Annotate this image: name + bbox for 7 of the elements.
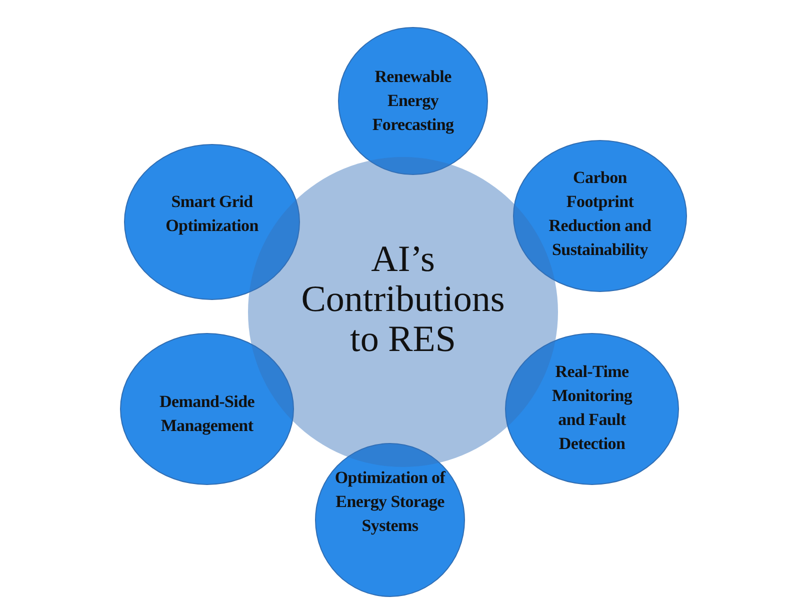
hub-title: AI’s Contributions to RES <box>300 240 506 360</box>
node-label: Optimization of Energy Storage Systems <box>334 467 447 537</box>
node-label: Demand-Side Management <box>158 391 256 437</box>
node-label: Real-Time Monitoring and Fault Detection <box>550 361 634 455</box>
node-label: Carbon Footprint Reduction and Sustainability <box>548 167 652 261</box>
node-label: Smart Grid Optimization <box>164 191 260 237</box>
node-label: Renewable Energy Forecasting <box>371 66 455 136</box>
